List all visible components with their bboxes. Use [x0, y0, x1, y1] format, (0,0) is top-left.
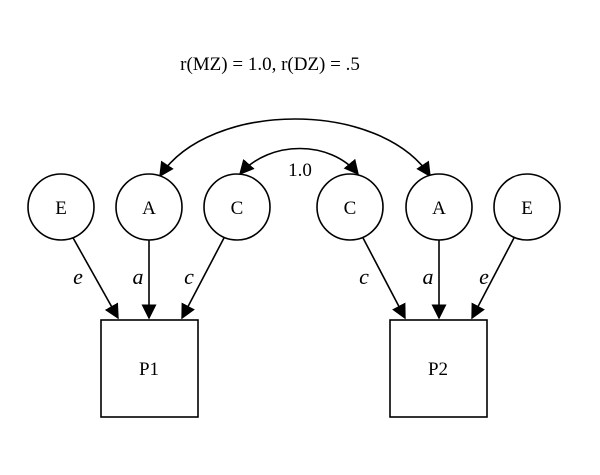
- latent-node-e2: E: [493, 173, 561, 241]
- phenotype-label-p2: P2: [428, 359, 448, 380]
- path-label-e1: e: [73, 264, 83, 289]
- path-label-a2: a: [423, 264, 434, 289]
- latent-node-label: C: [344, 198, 357, 219]
- phenotype-label-p1: P1: [139, 359, 159, 380]
- c-correlation-arrow: [239, 147, 359, 176]
- edge-e1-p1: [71, 235, 119, 320]
- latent-node-label: A: [432, 198, 446, 219]
- latent-node-e1: E: [27, 173, 95, 241]
- latent-node-label: E: [521, 198, 533, 219]
- edge-e2-p2: [471, 235, 516, 320]
- path-label-c2: c: [359, 264, 369, 289]
- edge-c1-p1: [181, 235, 226, 320]
- a-correlation-arrow: [159, 118, 431, 178]
- latent-node-label: A: [142, 198, 156, 219]
- c-correlation-label: 1.0: [288, 160, 312, 181]
- path-label-e2: e: [479, 264, 489, 289]
- latent-node-c2: C: [316, 173, 384, 241]
- phenotype-box-p2: P2: [389, 319, 488, 418]
- latent-node-label: E: [55, 198, 67, 219]
- latent-node-label: C: [231, 198, 244, 219]
- latent-node-a1: A: [115, 173, 183, 241]
- diagram-title: r(MZ) = 1.0, r(DZ) = .5: [180, 54, 360, 75]
- latent-node-c1: C: [203, 173, 271, 241]
- latent-node-a2: A: [405, 173, 473, 241]
- edge-c2-p2: [361, 235, 406, 320]
- path-label-a1: a: [133, 264, 144, 289]
- phenotype-box-p1: P1: [100, 319, 199, 418]
- path-label-c1: c: [184, 264, 194, 289]
